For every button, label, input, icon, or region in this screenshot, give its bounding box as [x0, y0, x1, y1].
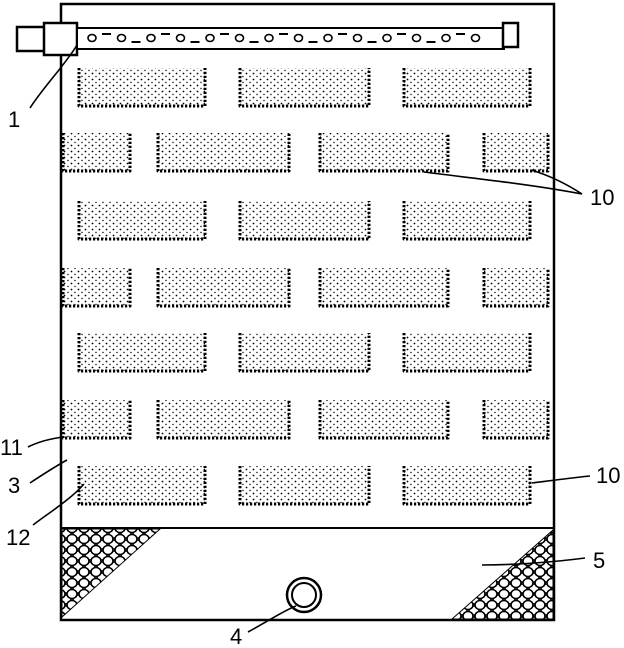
- pipe-hole: [441, 33, 451, 43]
- media-cup: [402, 333, 532, 373]
- leader-5: [481, 557, 586, 566]
- media-cup: [238, 333, 371, 373]
- label-3: 3: [8, 473, 20, 498]
- media-fill: [158, 133, 289, 171]
- pipe-hole: [87, 33, 97, 43]
- media-cup: [318, 268, 450, 308]
- media-cup: [482, 268, 550, 308]
- media-fill: [79, 68, 205, 106]
- label-11: 11: [0, 435, 23, 460]
- label-10-top: 10: [590, 185, 614, 210]
- media-fill: [320, 268, 448, 306]
- pipe-hole: [470, 33, 481, 43]
- pipe-body: [76, 27, 505, 50]
- media-cup: [156, 268, 291, 308]
- label-4: 4: [230, 624, 242, 648]
- label-12: 12: [6, 525, 30, 550]
- media-fill: [63, 400, 130, 438]
- media-cup: [402, 201, 532, 241]
- leader-4: [247, 605, 297, 633]
- pipe-hole: [323, 33, 333, 43]
- media-fill: [484, 400, 548, 438]
- distribution-pipe: [15, 21, 520, 57]
- outlet-port: [285, 576, 323, 614]
- pipe-hole: [382, 33, 392, 43]
- gravel-right: [450, 528, 554, 620]
- media-fill: [63, 133, 130, 171]
- pipe-perforations: [87, 33, 481, 43]
- media-fill: [240, 333, 369, 371]
- media-fill: [240, 466, 369, 504]
- media-cup: [77, 333, 207, 373]
- media-fill: [484, 133, 548, 171]
- label-5: 5: [593, 548, 605, 573]
- media-fill: [320, 400, 448, 438]
- pipe-hole: [264, 33, 274, 43]
- pipe-hole: [146, 33, 156, 43]
- media-fill: [79, 333, 205, 371]
- media-fill: [63, 268, 130, 306]
- media-fill: [320, 133, 448, 171]
- media-cup: [61, 133, 132, 173]
- pipe-coupling: [42, 21, 79, 57]
- media-cup: [77, 201, 207, 241]
- media-cup: [318, 400, 450, 440]
- tank-frame: [59, 2, 556, 622]
- leader-1: [29, 44, 78, 109]
- media-cup: [402, 68, 532, 108]
- leader-11: [27, 436, 65, 448]
- pipe-hole: [411, 33, 422, 43]
- media-cup: [402, 466, 532, 506]
- media-cup: [482, 400, 550, 440]
- media-fill: [79, 201, 205, 239]
- pipe-end-cap: [15, 25, 47, 53]
- leader-10-right: [531, 475, 591, 484]
- media-cup: [238, 466, 371, 506]
- pipe-hole: [175, 33, 186, 43]
- media-fill: [484, 268, 548, 306]
- pipe-right-cap: [501, 21, 520, 49]
- leader-3: [29, 459, 68, 484]
- media-fill: [240, 201, 369, 239]
- label-10-right: 10: [596, 463, 620, 488]
- media-cup: [156, 400, 291, 440]
- pipe-hole: [352, 33, 363, 43]
- media-fill: [404, 333, 530, 371]
- media-cups: [61, 68, 550, 506]
- media-cup: [61, 400, 132, 440]
- media-fill: [79, 466, 205, 504]
- media-cup: [482, 133, 550, 173]
- gravel-left: [61, 528, 162, 619]
- media-fill: [404, 466, 530, 504]
- pipe-hole: [234, 33, 245, 43]
- pipe-hole: [293, 33, 304, 43]
- media-cup: [77, 68, 207, 108]
- media-fill: [404, 201, 530, 239]
- media-fill: [158, 400, 289, 438]
- media-cup: [61, 268, 132, 308]
- media-cup: [156, 133, 291, 173]
- media-fill: [240, 68, 369, 106]
- leader-12: [32, 483, 85, 526]
- media-cup: [318, 133, 450, 173]
- leader-10-top-b: [530, 169, 583, 195]
- pipe-hole: [205, 33, 215, 43]
- media-fill: [158, 268, 289, 306]
- leader-10-top-a: [423, 171, 583, 195]
- pipe-hole: [116, 33, 127, 43]
- media-fill: [404, 68, 530, 106]
- media-cup: [77, 466, 207, 506]
- label-1: 1: [8, 107, 20, 132]
- media-cup: [238, 201, 371, 241]
- media-cup: [238, 68, 371, 108]
